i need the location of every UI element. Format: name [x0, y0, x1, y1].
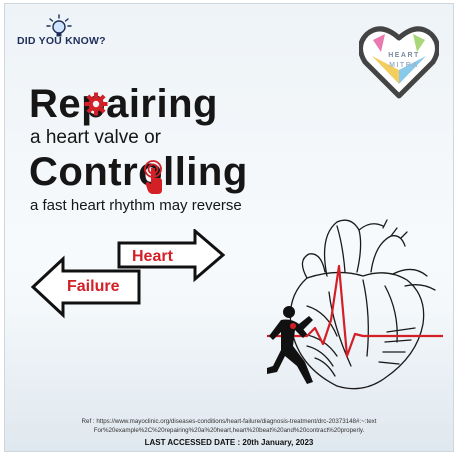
anatomical-heart-illustration [267, 219, 443, 390]
infographic-card: DID YOU KNOW? HEART MITRA Repairing a he… [4, 3, 454, 452]
last-accessed-date: LAST ACCESSED DATE : 20th January, 2023 [144, 438, 314, 447]
floor-shading [5, 304, 453, 451]
pointer-hand-icon [144, 160, 162, 194]
lightbulb-icon [46, 14, 72, 37]
heart-logo-icon [359, 26, 439, 99]
gear-icon [84, 92, 108, 116]
reference-line-2: For%20example%2C%20repairing%20a%20heart… [93, 427, 365, 434]
logo-line-1: HEART [388, 52, 420, 59]
headline-reverse: a fast heart rhythm may reverse [30, 197, 242, 214]
headline-controlling: Controlling [29, 150, 248, 194]
headline-repairing: Repairing [29, 82, 218, 126]
arrow-label-heart: Heart [132, 248, 173, 265]
reference-text: Ref : https://www.mayoclinic.org/disease… [25, 417, 433, 435]
arrow-label-failure: Failure [67, 278, 120, 295]
reference-line-1: Ref : https://www.mayoclinic.org/disease… [81, 418, 377, 425]
running-man-icon [267, 306, 313, 384]
did-you-know-label: DID YOU KNOW? [17, 35, 106, 47]
heart-failure-arrows [30, 229, 226, 319]
logo-wordmark: HEART MITRA [381, 51, 427, 71]
logo-line-2: MITRA [389, 62, 419, 69]
headline-heart-valve: a heart valve or [30, 127, 161, 148]
